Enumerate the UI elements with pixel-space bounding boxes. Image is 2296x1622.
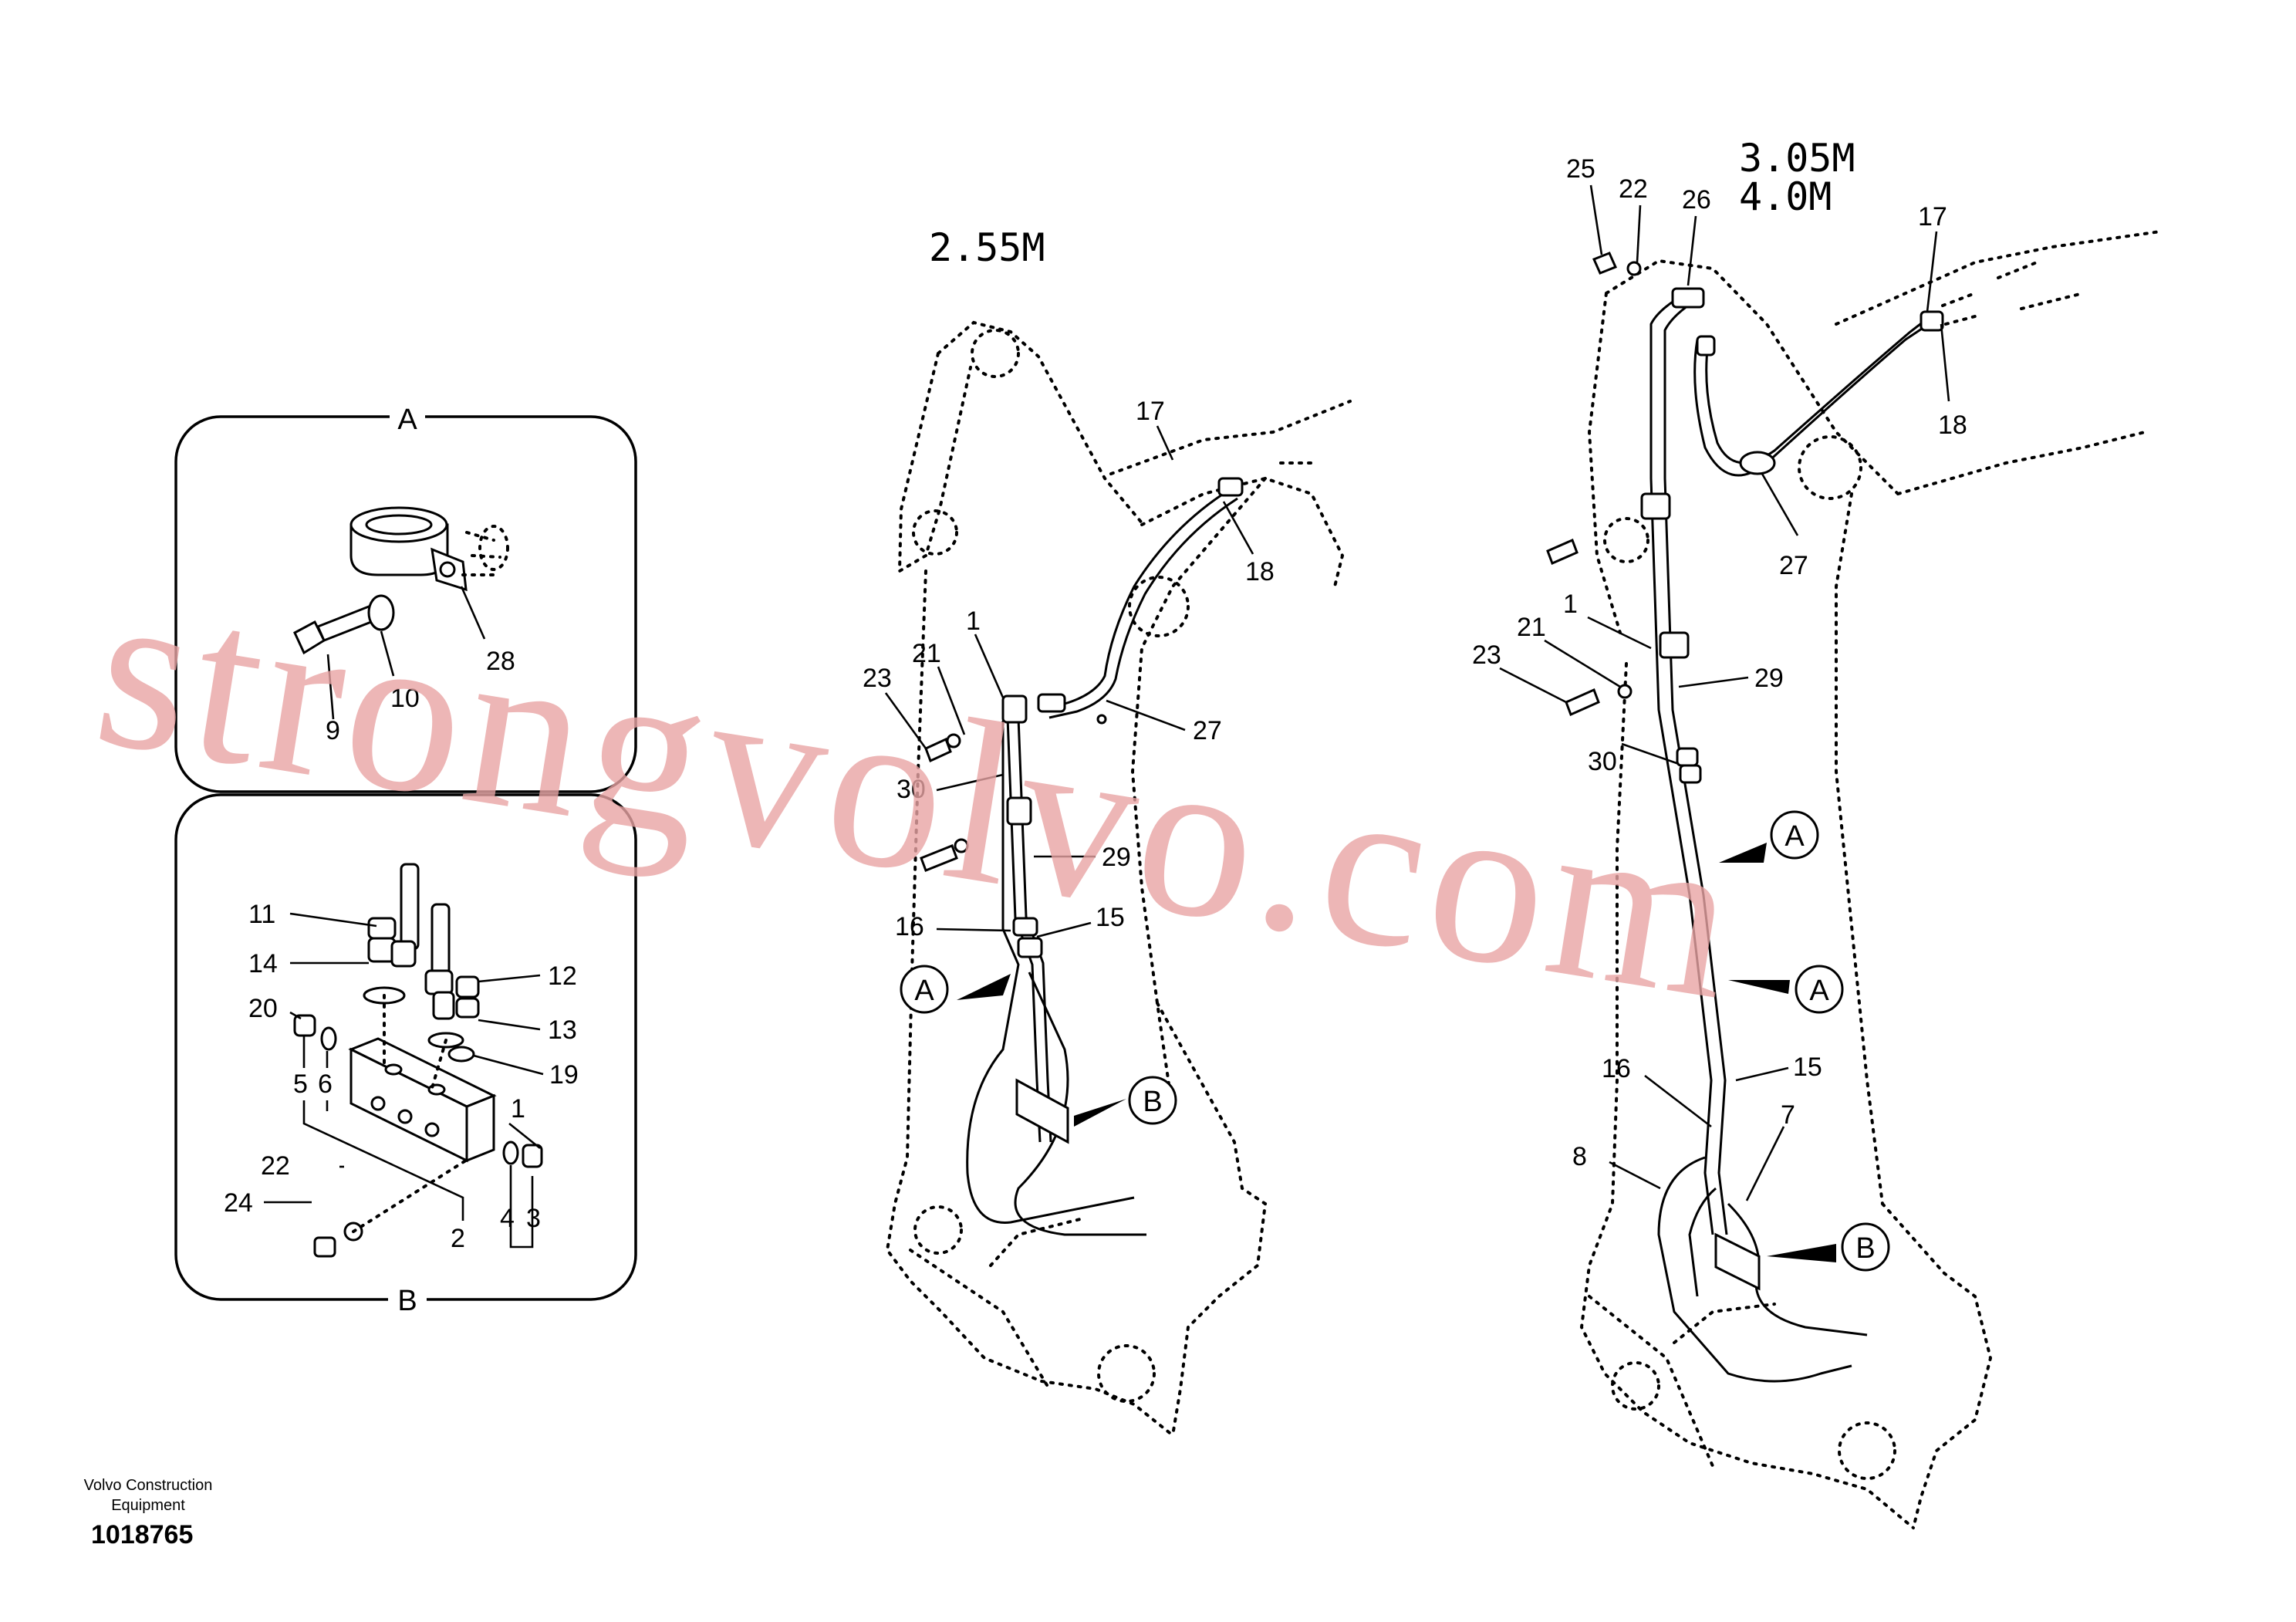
callout-30: 30 bbox=[1588, 747, 1617, 776]
marker-a-lower: A bbox=[1809, 975, 1829, 1007]
view-3-05m-title-1: 3.05M bbox=[1739, 136, 1855, 181]
detail-b-letter: B bbox=[397, 1285, 417, 1317]
callout-27: 27 bbox=[1193, 716, 1222, 745]
callout-24: 24 bbox=[224, 1188, 253, 1218]
detail-a-letter: A bbox=[397, 404, 417, 436]
view-3-05m: 3.05M 4.0M 25 bbox=[1472, 136, 2162, 1529]
callout-20: 20 bbox=[248, 994, 278, 1023]
callout-21: 21 bbox=[912, 639, 941, 668]
callout-1: 1 bbox=[966, 607, 981, 636]
callout-28: 28 bbox=[486, 647, 515, 676]
callout-16: 16 bbox=[1602, 1054, 1631, 1083]
marker-b: B bbox=[1855, 1232, 1875, 1265]
callout-10: 10 bbox=[390, 684, 420, 713]
detail-b-box: B bbox=[174, 793, 637, 1317]
callout-17: 17 bbox=[1136, 397, 1165, 426]
callout-4: 4 bbox=[500, 1204, 515, 1233]
view-3-05m-title-2: 4.0M bbox=[1739, 174, 1832, 219]
valve-block-part bbox=[348, 1037, 497, 1163]
callout-18: 18 bbox=[1245, 557, 1275, 586]
detail-a-box: A 28 9 10 bbox=[174, 401, 637, 793]
brand-block: Volvo Construction Equipment bbox=[63, 1475, 233, 1516]
callout-6: 6 bbox=[318, 1070, 333, 1099]
callout-19: 19 bbox=[549, 1060, 579, 1090]
callout-29: 29 bbox=[1754, 664, 1784, 693]
brand-line-2: Equipment bbox=[111, 1497, 185, 1514]
marker-b: B bbox=[1143, 1086, 1162, 1118]
callout-3: 3 bbox=[526, 1204, 541, 1233]
callout-17: 17 bbox=[1918, 202, 1947, 231]
callout-23: 23 bbox=[1472, 640, 1501, 670]
callout-22: 22 bbox=[1619, 174, 1648, 204]
callout-30: 30 bbox=[896, 775, 926, 804]
callout-29: 29 bbox=[1102, 843, 1131, 872]
washer-part bbox=[367, 594, 395, 631]
callout-8: 8 bbox=[1572, 1142, 1587, 1171]
callout-1: 1 bbox=[1563, 590, 1578, 619]
callout-2: 2 bbox=[451, 1224, 465, 1253]
callout-15: 15 bbox=[1096, 903, 1125, 932]
callout-23: 23 bbox=[863, 664, 892, 693]
callout-13: 13 bbox=[548, 1015, 577, 1045]
brand-line-1: Volvo Construction bbox=[83, 1477, 213, 1494]
callout-5: 5 bbox=[293, 1070, 308, 1099]
callout-27: 27 bbox=[1779, 551, 1808, 580]
bolt-part bbox=[293, 605, 377, 655]
callout-7: 7 bbox=[1781, 1100, 1795, 1130]
callout-25: 25 bbox=[1566, 154, 1595, 184]
view-2-55m-title: 2.55M bbox=[929, 225, 1045, 270]
callout-21: 21 bbox=[1517, 613, 1546, 642]
callout-15: 15 bbox=[1793, 1053, 1822, 1082]
marker-a: A bbox=[914, 975, 934, 1007]
callout-18: 18 bbox=[1938, 411, 1967, 440]
clamp-part bbox=[349, 506, 509, 592]
fitting-parts bbox=[293, 863, 543, 1258]
callout-14: 14 bbox=[248, 949, 278, 978]
marker-a-upper: A bbox=[1784, 820, 1805, 853]
callout-22: 22 bbox=[261, 1151, 290, 1181]
callout-12: 12 bbox=[548, 961, 577, 991]
callout-1: 1 bbox=[511, 1094, 525, 1124]
document-number: 1018765 bbox=[91, 1520, 194, 1549]
callout-26: 26 bbox=[1682, 185, 1711, 215]
view-2-55m: 2.55M 17 18 1 bbox=[863, 225, 1352, 1437]
callout-16: 16 bbox=[895, 912, 924, 941]
callout-11: 11 bbox=[248, 900, 275, 929]
callout-9: 9 bbox=[326, 716, 340, 745]
